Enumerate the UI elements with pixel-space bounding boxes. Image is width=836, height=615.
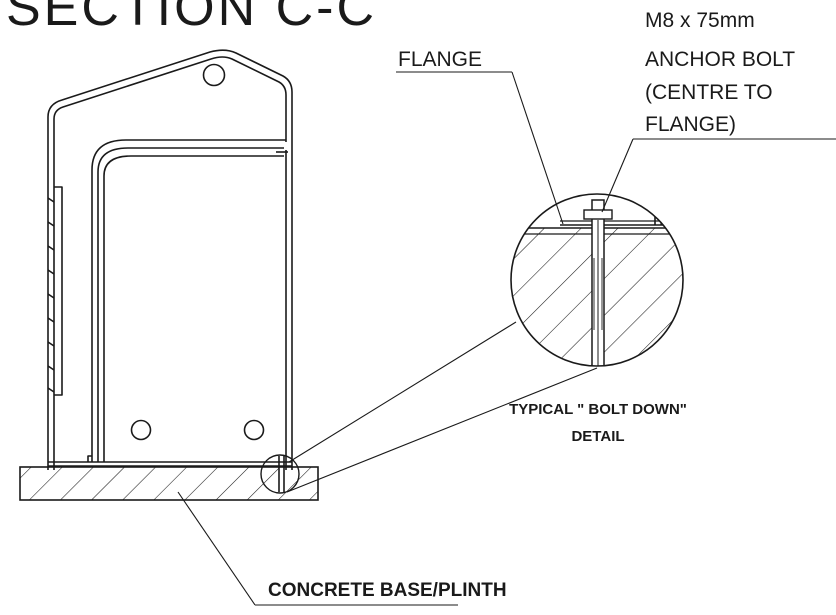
anchor-bolt-line-2: ANCHOR BOLT — [645, 48, 796, 71]
detail-caption-line-2: DETAIL — [571, 428, 625, 445]
bolt-down-detail — [510, 193, 684, 367]
anchor-bolt-line-1: M8 x 75mm — [645, 9, 755, 32]
base-label: CONCRETE BASE/PLINTH — [268, 580, 507, 601]
anchor-bolt-line-3: (CENTRE TO — [645, 81, 773, 104]
barrier-post — [47, 49, 293, 492]
leader-lines — [177, 71, 836, 606]
detail-caption-line-1: TYPICAL " BOLT DOWN" — [509, 401, 687, 418]
section-title: SECTION C-C — [6, 0, 377, 37]
anchor-bolt-line-4: FLANGE) — [645, 113, 737, 136]
flange-label: FLANGE — [398, 48, 483, 71]
concrete-base — [19, 466, 319, 501]
detail-marker-circle — [260, 454, 300, 494]
